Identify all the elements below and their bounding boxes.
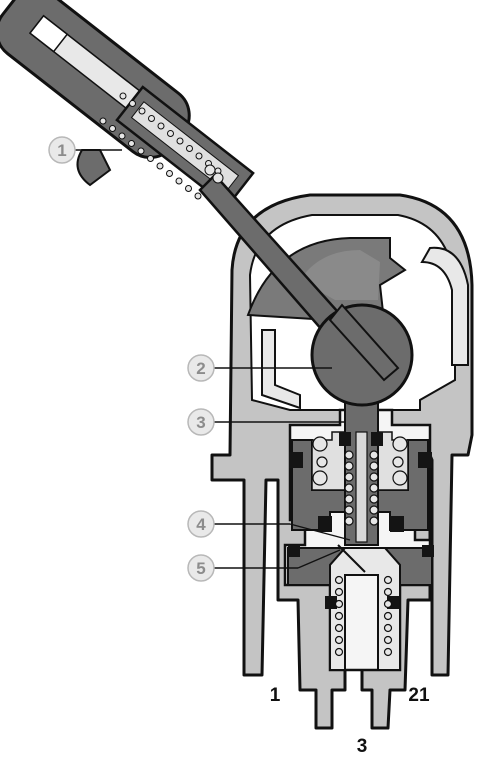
- spring-coil: [369, 450, 379, 460]
- callout-4: 4: [187, 510, 215, 538]
- callout-label: 3: [196, 413, 205, 432]
- callout-1: 1: [48, 136, 76, 164]
- spring-coil: [185, 185, 192, 192]
- spring-coil: [195, 152, 203, 160]
- spring-coil: [369, 483, 379, 493]
- spring-coil: [369, 516, 379, 526]
- spring-coil: [109, 125, 116, 132]
- spring-coil: [344, 494, 354, 504]
- spring-coil: [119, 92, 127, 100]
- spring-coil: [334, 587, 344, 597]
- spring-coil: [344, 483, 354, 493]
- seal: [418, 452, 432, 468]
- seal: [371, 432, 383, 446]
- spring-coil: [334, 647, 344, 657]
- port-label-left: 1: [270, 685, 281, 706]
- spring-coil: [147, 155, 154, 162]
- spring-coil: [118, 132, 126, 140]
- spring-coil: [204, 164, 216, 176]
- spring-coil: [316, 456, 328, 468]
- callout-5: 5: [187, 554, 215, 582]
- spring-coil: [383, 587, 393, 597]
- spring-coil: [334, 611, 344, 621]
- spring-coil: [344, 461, 354, 471]
- spring-coil: [369, 461, 379, 471]
- springs: [312, 436, 408, 657]
- spring-coil: [392, 470, 408, 486]
- spring-coil: [175, 177, 183, 185]
- seal: [289, 452, 303, 468]
- seal: [339, 432, 351, 446]
- callout-leader-5b: [297, 549, 341, 569]
- lever-spring-coils: [99, 92, 224, 200]
- callout-label: 1: [57, 141, 66, 160]
- spring-coil: [138, 107, 146, 115]
- spring-coil: [312, 436, 328, 452]
- spring-coil: [137, 147, 145, 155]
- spring-coil: [383, 575, 393, 585]
- spring-coil: [194, 192, 202, 200]
- spring-coil: [176, 137, 184, 145]
- seal: [390, 516, 404, 532]
- spring-coil: [383, 623, 393, 633]
- seal: [288, 545, 300, 557]
- seal: [325, 596, 337, 609]
- callout-leaders: [75, 149, 351, 569]
- spring-coil: [128, 140, 135, 147]
- spring-coil: [383, 611, 393, 621]
- spring-coil: [334, 575, 344, 585]
- callout-2: 2: [187, 354, 215, 382]
- spring-coil: [129, 100, 136, 107]
- spring-coil: [99, 117, 107, 125]
- callout-label: 5: [196, 559, 205, 578]
- spring-coil: [212, 172, 224, 184]
- callout-3: 3: [187, 408, 215, 436]
- spring-coil: [383, 599, 393, 609]
- spring-coil: [156, 162, 164, 170]
- spring-coil: [186, 145, 193, 152]
- callout-label: 4: [196, 515, 206, 534]
- spring-coil: [344, 472, 354, 482]
- spring-coil: [392, 456, 404, 468]
- callout-leader-4b: [289, 523, 351, 541]
- port-label-right: 21: [408, 685, 430, 706]
- spring-coil: [392, 436, 408, 452]
- seal: [422, 545, 434, 557]
- spring-coil: [344, 516, 354, 526]
- callout-label: 2: [196, 359, 205, 378]
- spring-coil: [148, 115, 155, 122]
- spring-coil: [312, 470, 328, 486]
- spring-coil: [334, 599, 344, 609]
- spring-coil: [334, 635, 344, 645]
- spring-coil: [167, 130, 174, 137]
- spring-coil: [369, 494, 379, 504]
- spring-coil: [344, 450, 354, 460]
- seal: [318, 516, 332, 532]
- spring-coil: [344, 505, 354, 515]
- spring-coil: [383, 647, 393, 657]
- spring-coil: [369, 472, 379, 482]
- port-label-bottom: 3: [357, 736, 368, 757]
- spring-coil: [157, 122, 165, 130]
- seals: [288, 432, 434, 609]
- spring-coil: [334, 623, 344, 633]
- spring-coil: [383, 635, 393, 645]
- spring-coil: [369, 505, 379, 515]
- spring-coil: [166, 170, 173, 177]
- ball-pivot: [310, 303, 414, 407]
